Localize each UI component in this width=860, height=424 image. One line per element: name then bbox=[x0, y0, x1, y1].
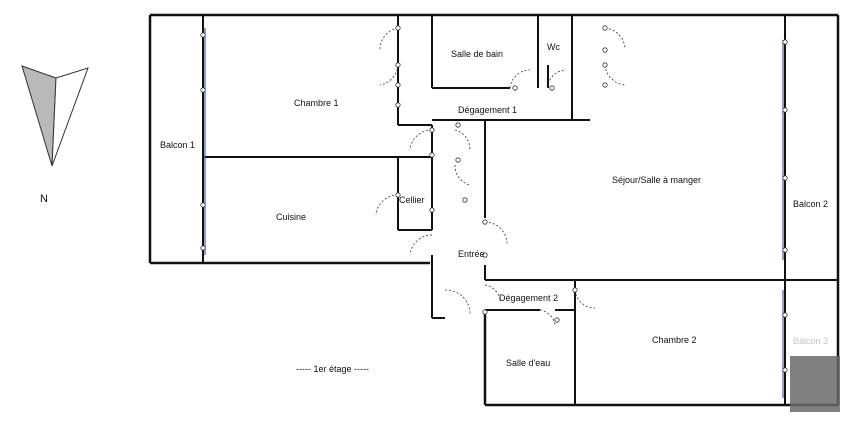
door-hinges bbox=[200, 25, 788, 373]
room-label-sejour: Séjour/Salle à manger bbox=[612, 175, 701, 185]
room-label-entree: Entrée bbox=[458, 249, 485, 259]
room-label-balcon-1: Balcon 1 bbox=[160, 140, 195, 150]
room-label-salle-d-eau: Salle d'eau bbox=[506, 358, 550, 368]
walls bbox=[148, 13, 840, 407]
floor-level-label: ----- 1er étage ----- bbox=[296, 364, 369, 374]
compass-arrow-icon bbox=[21, 65, 57, 167]
compass-arrow-outline bbox=[51, 67, 89, 167]
compass: N bbox=[21, 65, 89, 205]
doors bbox=[375, 27, 626, 326]
room-label-salle-de-bain: Salle de bain bbox=[451, 49, 503, 59]
room-label-wc: Wc bbox=[547, 42, 560, 52]
north-label: N bbox=[40, 193, 48, 205]
room-label-balcon-3: Balcon 3 bbox=[793, 336, 828, 346]
room-label-balcon-2: Balcon 2 bbox=[793, 199, 828, 209]
windows bbox=[204, 28, 784, 398]
room-labels: Balcon 1 Chambre 1 Salle de bain Wc Déga… bbox=[160, 42, 828, 374]
room-label-cellier: Cellier bbox=[399, 195, 425, 205]
room-label-chambre-1: Chambre 1 bbox=[294, 98, 339, 108]
room-label-chambre-2: Chambre 2 bbox=[652, 335, 697, 345]
watermark-logo bbox=[790, 356, 840, 412]
room-label-degagement-1: Dégagement 1 bbox=[458, 105, 517, 115]
room-label-degagement-2: Dégagement 2 bbox=[499, 293, 558, 303]
room-label-cuisine: Cuisine bbox=[276, 212, 306, 222]
